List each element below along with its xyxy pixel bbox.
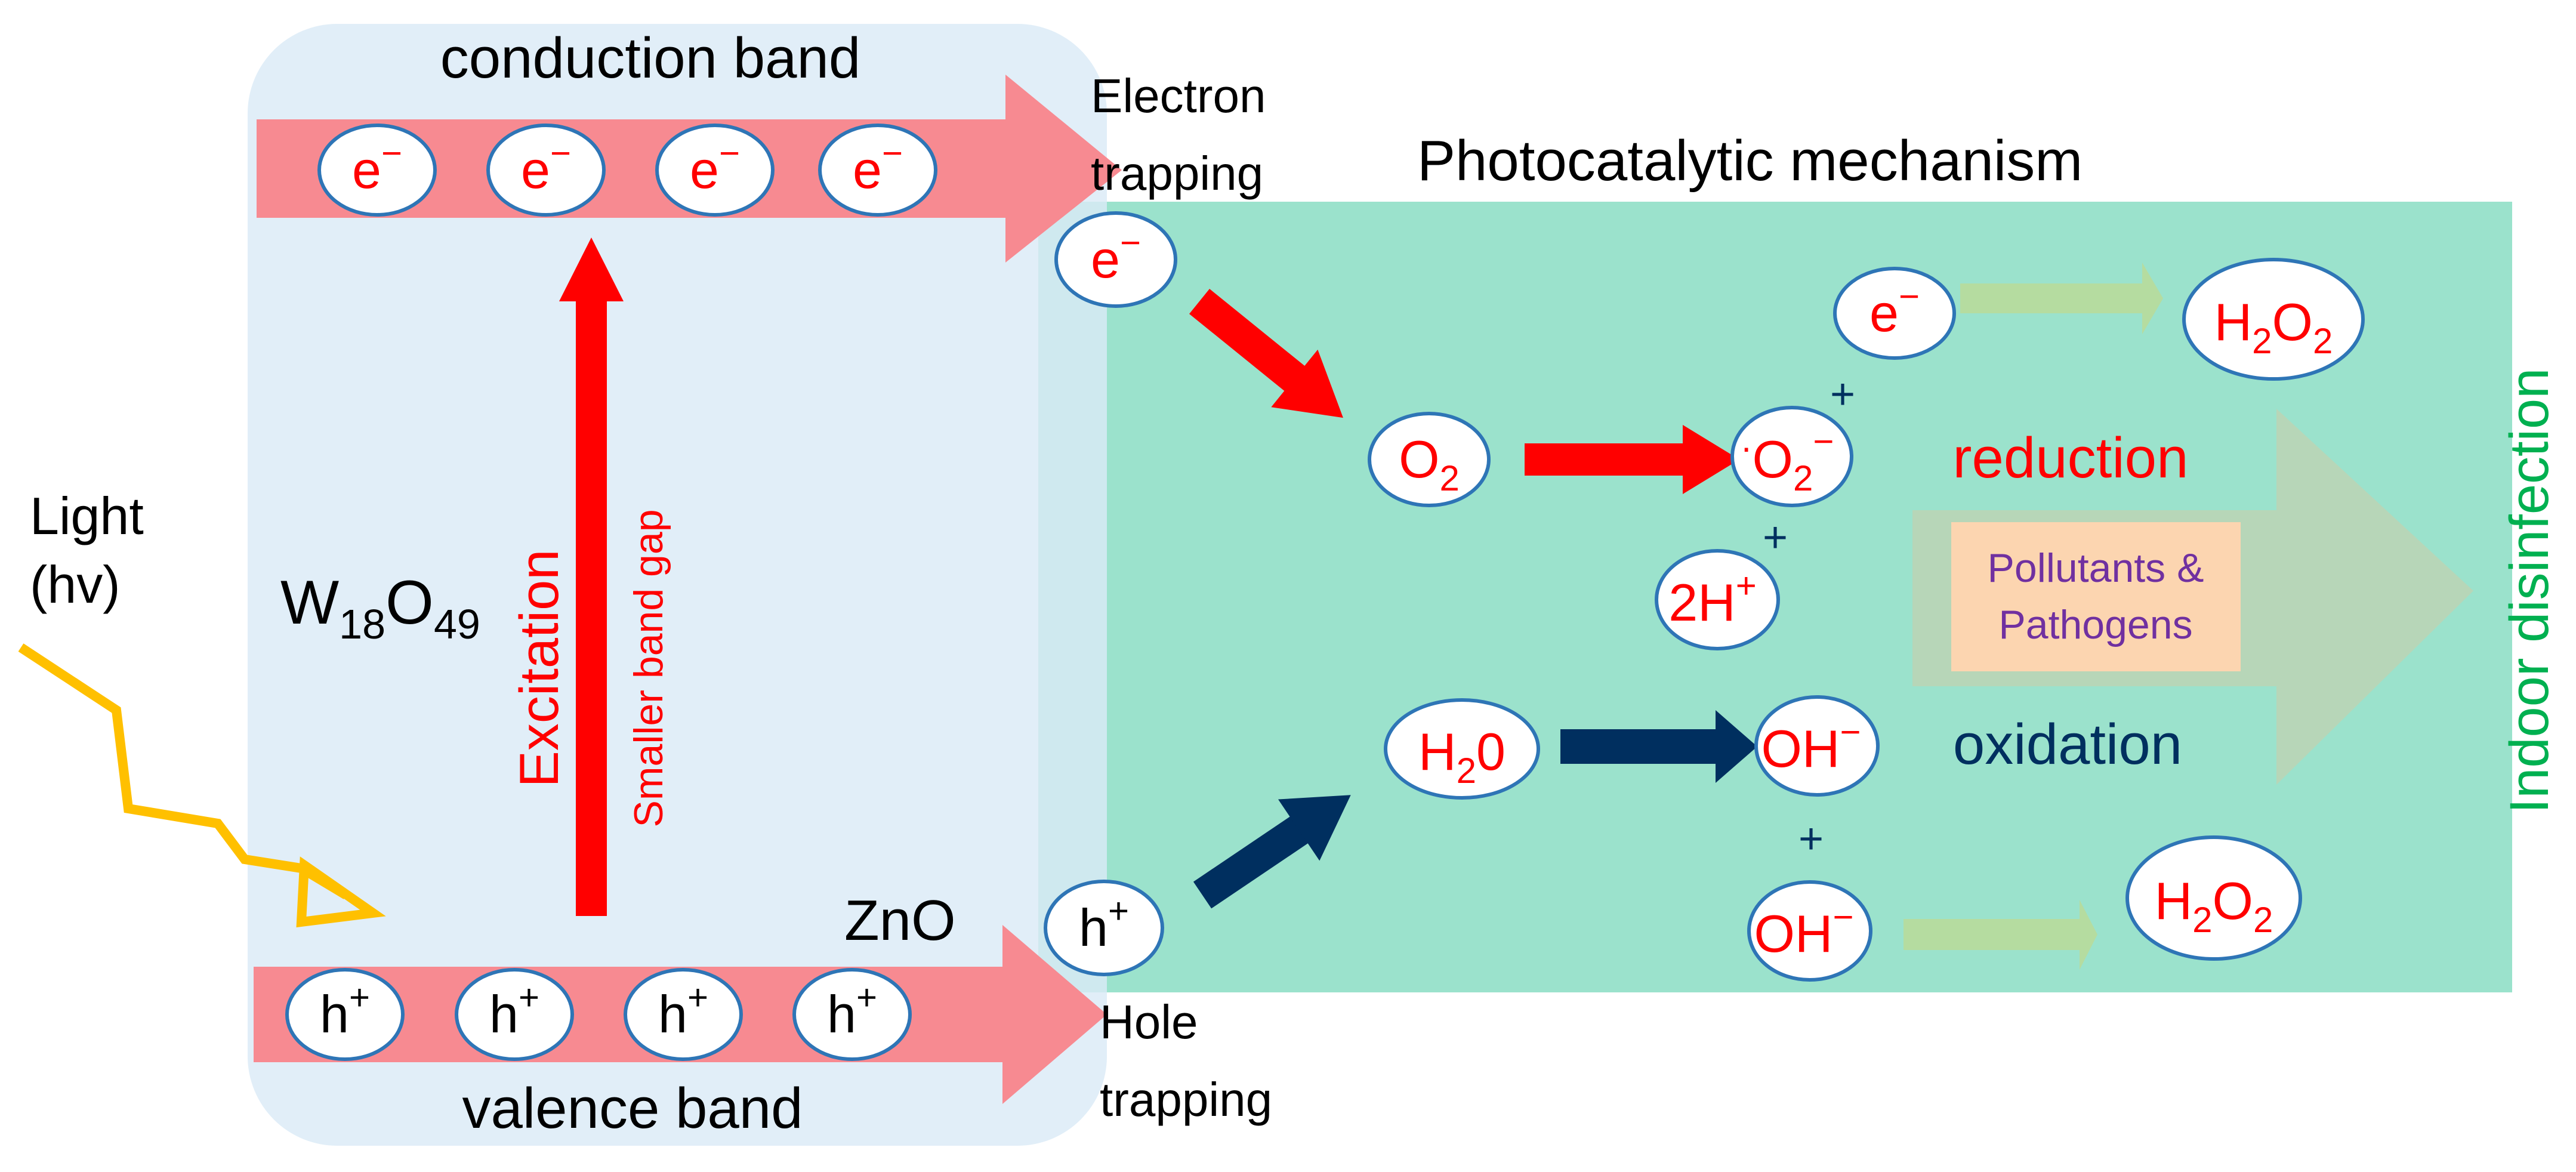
vb-hole: h+: [792, 968, 912, 1061]
excitation-arrow: [559, 238, 624, 916]
svg-text:OH−: OH−: [1761, 712, 1861, 778]
svg-text:e−: e−: [853, 133, 903, 199]
hole-trapping-label-line2: trapping: [1100, 1073, 1272, 1126]
svg-text:e−: e−: [1091, 223, 1141, 289]
plus-sign: +: [1798, 815, 1824, 863]
hole-to-h2o-arrow: [1193, 795, 1351, 909]
light-zigzag-icon: [18, 643, 386, 928]
vb-hole: h+: [455, 968, 574, 1061]
svg-text:e−: e−: [1869, 276, 1920, 343]
light-label: Light: [30, 486, 144, 545]
pollutant-box: [1951, 522, 2241, 671]
electron-trapping-label-line1: Electron: [1091, 69, 1266, 122]
excitation-label: Excitation: [509, 550, 570, 788]
valence-band-label: valence band: [462, 1077, 803, 1140]
svg-text:O2: O2: [1399, 430, 1460, 498]
electron-trapping-label-line2: trapping: [1091, 147, 1263, 200]
svg-text:2H+: 2H+: [1668, 566, 1757, 632]
svg-text:e−: e−: [352, 133, 402, 199]
vb-hole: h+: [285, 968, 405, 1061]
svg-text:·O2−: ·O2−: [1741, 421, 1834, 498]
svg-text:OH−: OH−: [1754, 897, 1853, 963]
hydrogen-peroxide-bottom: H2O2: [2125, 835, 2302, 961]
cb-electron: e−: [486, 124, 606, 217]
pollutant-label-line1: Pollutants &: [1988, 545, 2204, 591]
trapped-electron: e−: [1054, 211, 1177, 308]
svg-text:e−: e−: [521, 133, 571, 199]
cb-electron: e−: [655, 124, 775, 217]
o2-to-superoxide-arrow: [1525, 425, 1739, 494]
light-hv-label: (hv): [30, 555, 121, 614]
svg-text:h+: h+: [827, 977, 877, 1044]
svg-text:h+: h+: [489, 977, 539, 1044]
secondary-electron: e−: [1833, 267, 1956, 360]
svg-text:H20: H20: [1418, 722, 1506, 791]
svg-text:h+: h+: [320, 977, 370, 1044]
svg-text:H2O2: H2O2: [2155, 871, 2273, 940]
w18o49-label: W18O49: [280, 568, 480, 647]
h2o-to-hydroxyl-arrow: [1560, 710, 1757, 783]
mechanism-title: Photocatalytic mechanism: [1417, 129, 2083, 193]
superoxide-radical: ·O2−: [1730, 406, 1853, 507]
oxidation-label: oxidation: [1953, 713, 2182, 776]
water-species: H20: [1384, 698, 1540, 800]
h2o2-formation-arrow-top: [1960, 263, 2163, 334]
vb-hole: h+: [624, 968, 743, 1061]
trapped-hole: h+: [1044, 880, 1164, 976]
zno-label: ZnO: [844, 889, 956, 952]
hole-trapping-label-line1: Hole: [1100, 995, 1198, 1048]
hydrogen-peroxide-top: H2O2: [2182, 258, 2365, 381]
indoor-disinfection-label: Indoor disinfection: [2499, 368, 2560, 814]
o2-species: O2: [1368, 412, 1491, 507]
hydroxyl-species: OH−: [1754, 695, 1880, 797]
plus-sign: +: [1763, 514, 1788, 562]
svg-text:h+: h+: [658, 977, 708, 1044]
semiconductor-panel: [248, 24, 1107, 1146]
hydroxyl-species: OH−: [1747, 880, 1872, 982]
svg-text:e−: e−: [690, 133, 740, 199]
conduction-band-label: conduction band: [440, 26, 861, 90]
electron-to-o2-arrow: [1189, 289, 1343, 418]
pollutant-label-line2: Pathogens: [1998, 602, 2192, 647]
plus-sign: +: [1830, 371, 1855, 418]
h2o2-formation-arrow-bottom: [1904, 900, 2097, 970]
svg-text:h+: h+: [1079, 891, 1129, 957]
cb-electron: e−: [818, 124, 937, 217]
svg-text:H2O2: H2O2: [2214, 292, 2333, 361]
two-proton-species: 2H+: [1655, 549, 1780, 650]
reduction-label: reduction: [1953, 426, 2189, 490]
band-gap-label: Smaller band gap: [626, 509, 671, 827]
cb-electron: e−: [317, 124, 437, 217]
